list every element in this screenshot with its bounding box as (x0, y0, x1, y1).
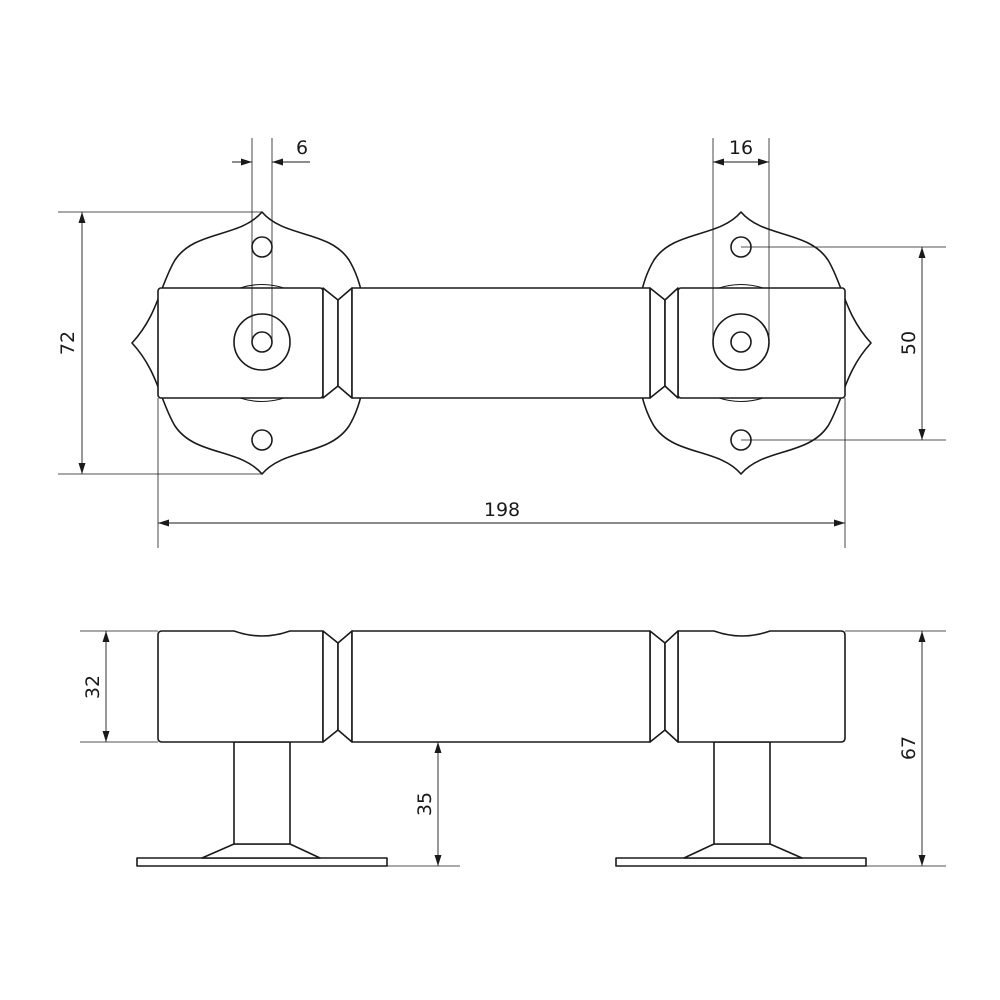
left-base-flange (201, 843, 321, 859)
left-collar (337, 287, 353, 399)
center-grip (351, 287, 651, 399)
dim-text-rosette-height: 72 (57, 331, 79, 355)
dimension-overall-length: 198 (158, 499, 845, 527)
dimension-overall-height: 67 (898, 631, 926, 866)
dimension-grip-clearance: 35 (414, 742, 442, 866)
left-base-plate (136, 857, 388, 867)
dimension-mounting-hole-spacing: 50 (898, 247, 926, 440)
dim-text-overall-length: 198 (484, 499, 520, 521)
grip-body-side (157, 630, 846, 743)
left-bottom-mounting-hole (251, 429, 273, 451)
dimension-hole-diameter: 6 (232, 137, 310, 166)
side-view: 32 35 67 (80, 630, 946, 867)
dim-text-overall-height: 67 (898, 736, 920, 760)
dimension-grip-height: 32 (82, 631, 110, 742)
left-screw-hole (251, 331, 273, 353)
left-taper-side (322, 630, 339, 743)
right-taper-side (664, 630, 679, 743)
left-post (233, 741, 291, 845)
top-view: 6 16 72 50 198 (57, 137, 946, 548)
left-collar-side (337, 630, 353, 743)
left-end-block-side (157, 630, 324, 743)
side-view-extension-lines (80, 630, 946, 867)
right-boss-arc-bottom (718, 397, 764, 403)
right-taper (664, 287, 679, 399)
right-collar-side (649, 630, 666, 743)
right-screw-hole (730, 331, 752, 353)
dimension-boss-diameter: 16 (713, 137, 769, 166)
dim-text-grip-clearance: 35 (414, 792, 436, 816)
right-boss-arc-top (718, 283, 764, 289)
center-grip-side (351, 630, 651, 743)
dim-text-hole-diameter: 6 (296, 137, 308, 159)
dim-text-boss-diameter: 16 (729, 137, 753, 159)
right-base-plate (615, 857, 867, 867)
right-post (713, 741, 771, 845)
right-collar (649, 287, 666, 399)
right-base-flange (683, 843, 803, 859)
left-taper (322, 287, 339, 399)
right-end-block-side (677, 630, 846, 743)
left-top-mounting-hole (251, 236, 273, 258)
dim-text-mounting-hole-spacing: 50 (898, 331, 920, 355)
dim-text-grip-height: 32 (82, 675, 104, 699)
left-boss-arc-top (239, 283, 285, 289)
dimension-rosette-height: 72 (57, 212, 86, 474)
left-boss-arc-bottom (239, 397, 285, 403)
